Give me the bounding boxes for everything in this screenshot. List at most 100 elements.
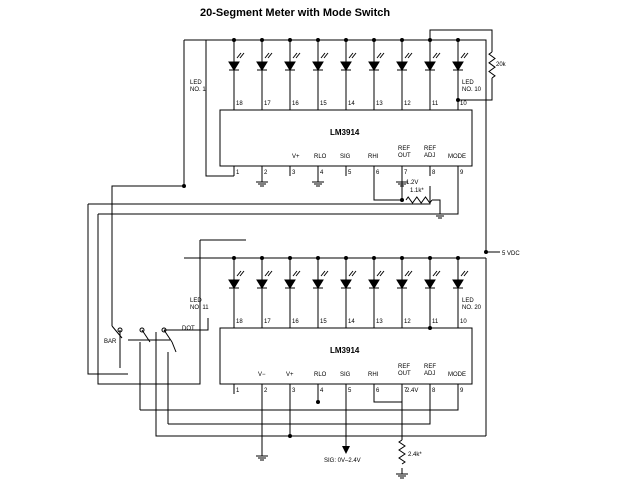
led-first-label: LED: [190, 298, 202, 304]
led-light-arrow: [463, 52, 469, 59]
junction-dot: [232, 38, 236, 42]
pin-number: 3: [292, 388, 296, 394]
pin-number: 16: [292, 101, 299, 107]
led-light-arrow: [404, 52, 410, 59]
pin-number: 18: [236, 101, 243, 107]
pin-number: 4: [320, 388, 324, 394]
chip-pin-label: REF: [424, 146, 436, 152]
pin-number: 11: [432, 319, 439, 325]
led-light-arrow: [292, 52, 298, 59]
resistor-20k-label: 20k: [496, 62, 507, 68]
led-light-arrow: [376, 52, 382, 59]
switch-contact: [139, 327, 145, 333]
junction-dot: [260, 38, 264, 42]
pin-number: 14: [348, 319, 355, 325]
chip-pin-label: RLO: [314, 372, 327, 378]
led-symbol: [284, 61, 296, 71]
chip-pin-label: OUT: [398, 371, 411, 377]
pin-number: 4: [320, 170, 324, 176]
led-symbol: [228, 61, 240, 71]
led-symbol: [452, 61, 464, 71]
pin-number: 18: [236, 319, 243, 325]
junction-dot: [288, 38, 292, 42]
led-light-arrow: [348, 270, 354, 277]
led-light-arrow: [295, 270, 301, 277]
chip-pin-label: V+: [292, 154, 300, 160]
wire: [429, 29, 493, 52]
wire: [373, 176, 402, 201]
led-last-label: LED: [462, 80, 474, 86]
chip-pin-label: RLO: [314, 154, 327, 160]
pin-number: 15: [320, 319, 327, 325]
pin-number: 2: [264, 170, 268, 176]
led-light-arrow: [236, 270, 242, 277]
supply-label: 5 VDC: [502, 251, 520, 257]
chip-pin-label: REF: [398, 146, 410, 152]
junction-dot: [344, 38, 348, 42]
wire: [168, 394, 431, 425]
switch-blade: [163, 329, 173, 343]
led-light-arrow: [295, 52, 301, 59]
ref-voltage-upper: 1.2V: [406, 180, 418, 186]
wire: [97, 214, 201, 385]
led-symbol: [256, 279, 268, 289]
wire: [87, 204, 128, 375]
led-light-arrow: [267, 52, 273, 59]
led-symbol: [368, 279, 380, 289]
wire: [373, 394, 402, 403]
pin-number: 13: [376, 319, 383, 325]
pin-number: 10: [460, 319, 467, 325]
pin-number: 10: [460, 101, 467, 107]
chip-pin-label: RHI: [368, 372, 379, 378]
pin-number: 7: [404, 170, 408, 176]
pin-number: 2: [264, 388, 268, 394]
pin-number: 14: [348, 101, 355, 107]
pin-number: 6: [376, 388, 380, 394]
diagram-title: 20-Segment Meter with Mode Switch: [200, 7, 390, 19]
pin-number: 6: [376, 170, 380, 176]
chip-label: LM3914: [330, 346, 360, 355]
led-symbol: [256, 61, 268, 71]
resistor-2-4k-label: 2.4k*: [408, 452, 422, 458]
led-light-arrow: [407, 270, 413, 277]
led-light-arrow: [264, 52, 270, 59]
led-light-arrow: [292, 270, 298, 277]
led-symbol: [396, 61, 408, 71]
pin-number: 9: [460, 170, 464, 176]
chip-pin-label: MODE: [448, 154, 466, 160]
led-light-arrow: [236, 52, 242, 59]
pin-number: 12: [404, 319, 411, 325]
led-light-arrow: [432, 52, 438, 59]
wire: [155, 332, 486, 437]
led-light-arrow: [435, 52, 441, 59]
junction-dot: [484, 250, 488, 254]
led-light-arrow: [239, 52, 245, 59]
chip-pin-label: OUT: [398, 153, 411, 159]
junction-dot: [428, 326, 432, 330]
led-symbol: [368, 61, 380, 71]
wire: [140, 394, 459, 411]
sig-range-label: SIG: 0V–2.4V: [324, 458, 361, 464]
pin-number: 13: [376, 101, 383, 107]
led-symbol: [228, 279, 240, 289]
switch-dot-label: DOT: [182, 326, 195, 332]
led-symbol: [312, 279, 324, 289]
pin-number: 15: [320, 101, 327, 107]
wire: [98, 176, 459, 215]
switch-bar-label: BAR: [104, 339, 117, 345]
wire: [88, 186, 431, 205]
led-light-arrow: [323, 52, 329, 59]
led-light-arrow: [379, 52, 385, 59]
switch-blade: [141, 329, 151, 343]
led-light-arrow: [320, 52, 326, 59]
led-light-arrow: [239, 270, 245, 277]
junction-dot: [288, 434, 292, 438]
led-light-arrow: [435, 270, 441, 277]
led-light-arrow: [323, 270, 329, 277]
chip-pin-label: V−: [258, 372, 266, 378]
pin-number: 5: [348, 170, 352, 176]
led-first-label: NO. 1: [190, 87, 206, 93]
junction-dot: [316, 38, 320, 42]
